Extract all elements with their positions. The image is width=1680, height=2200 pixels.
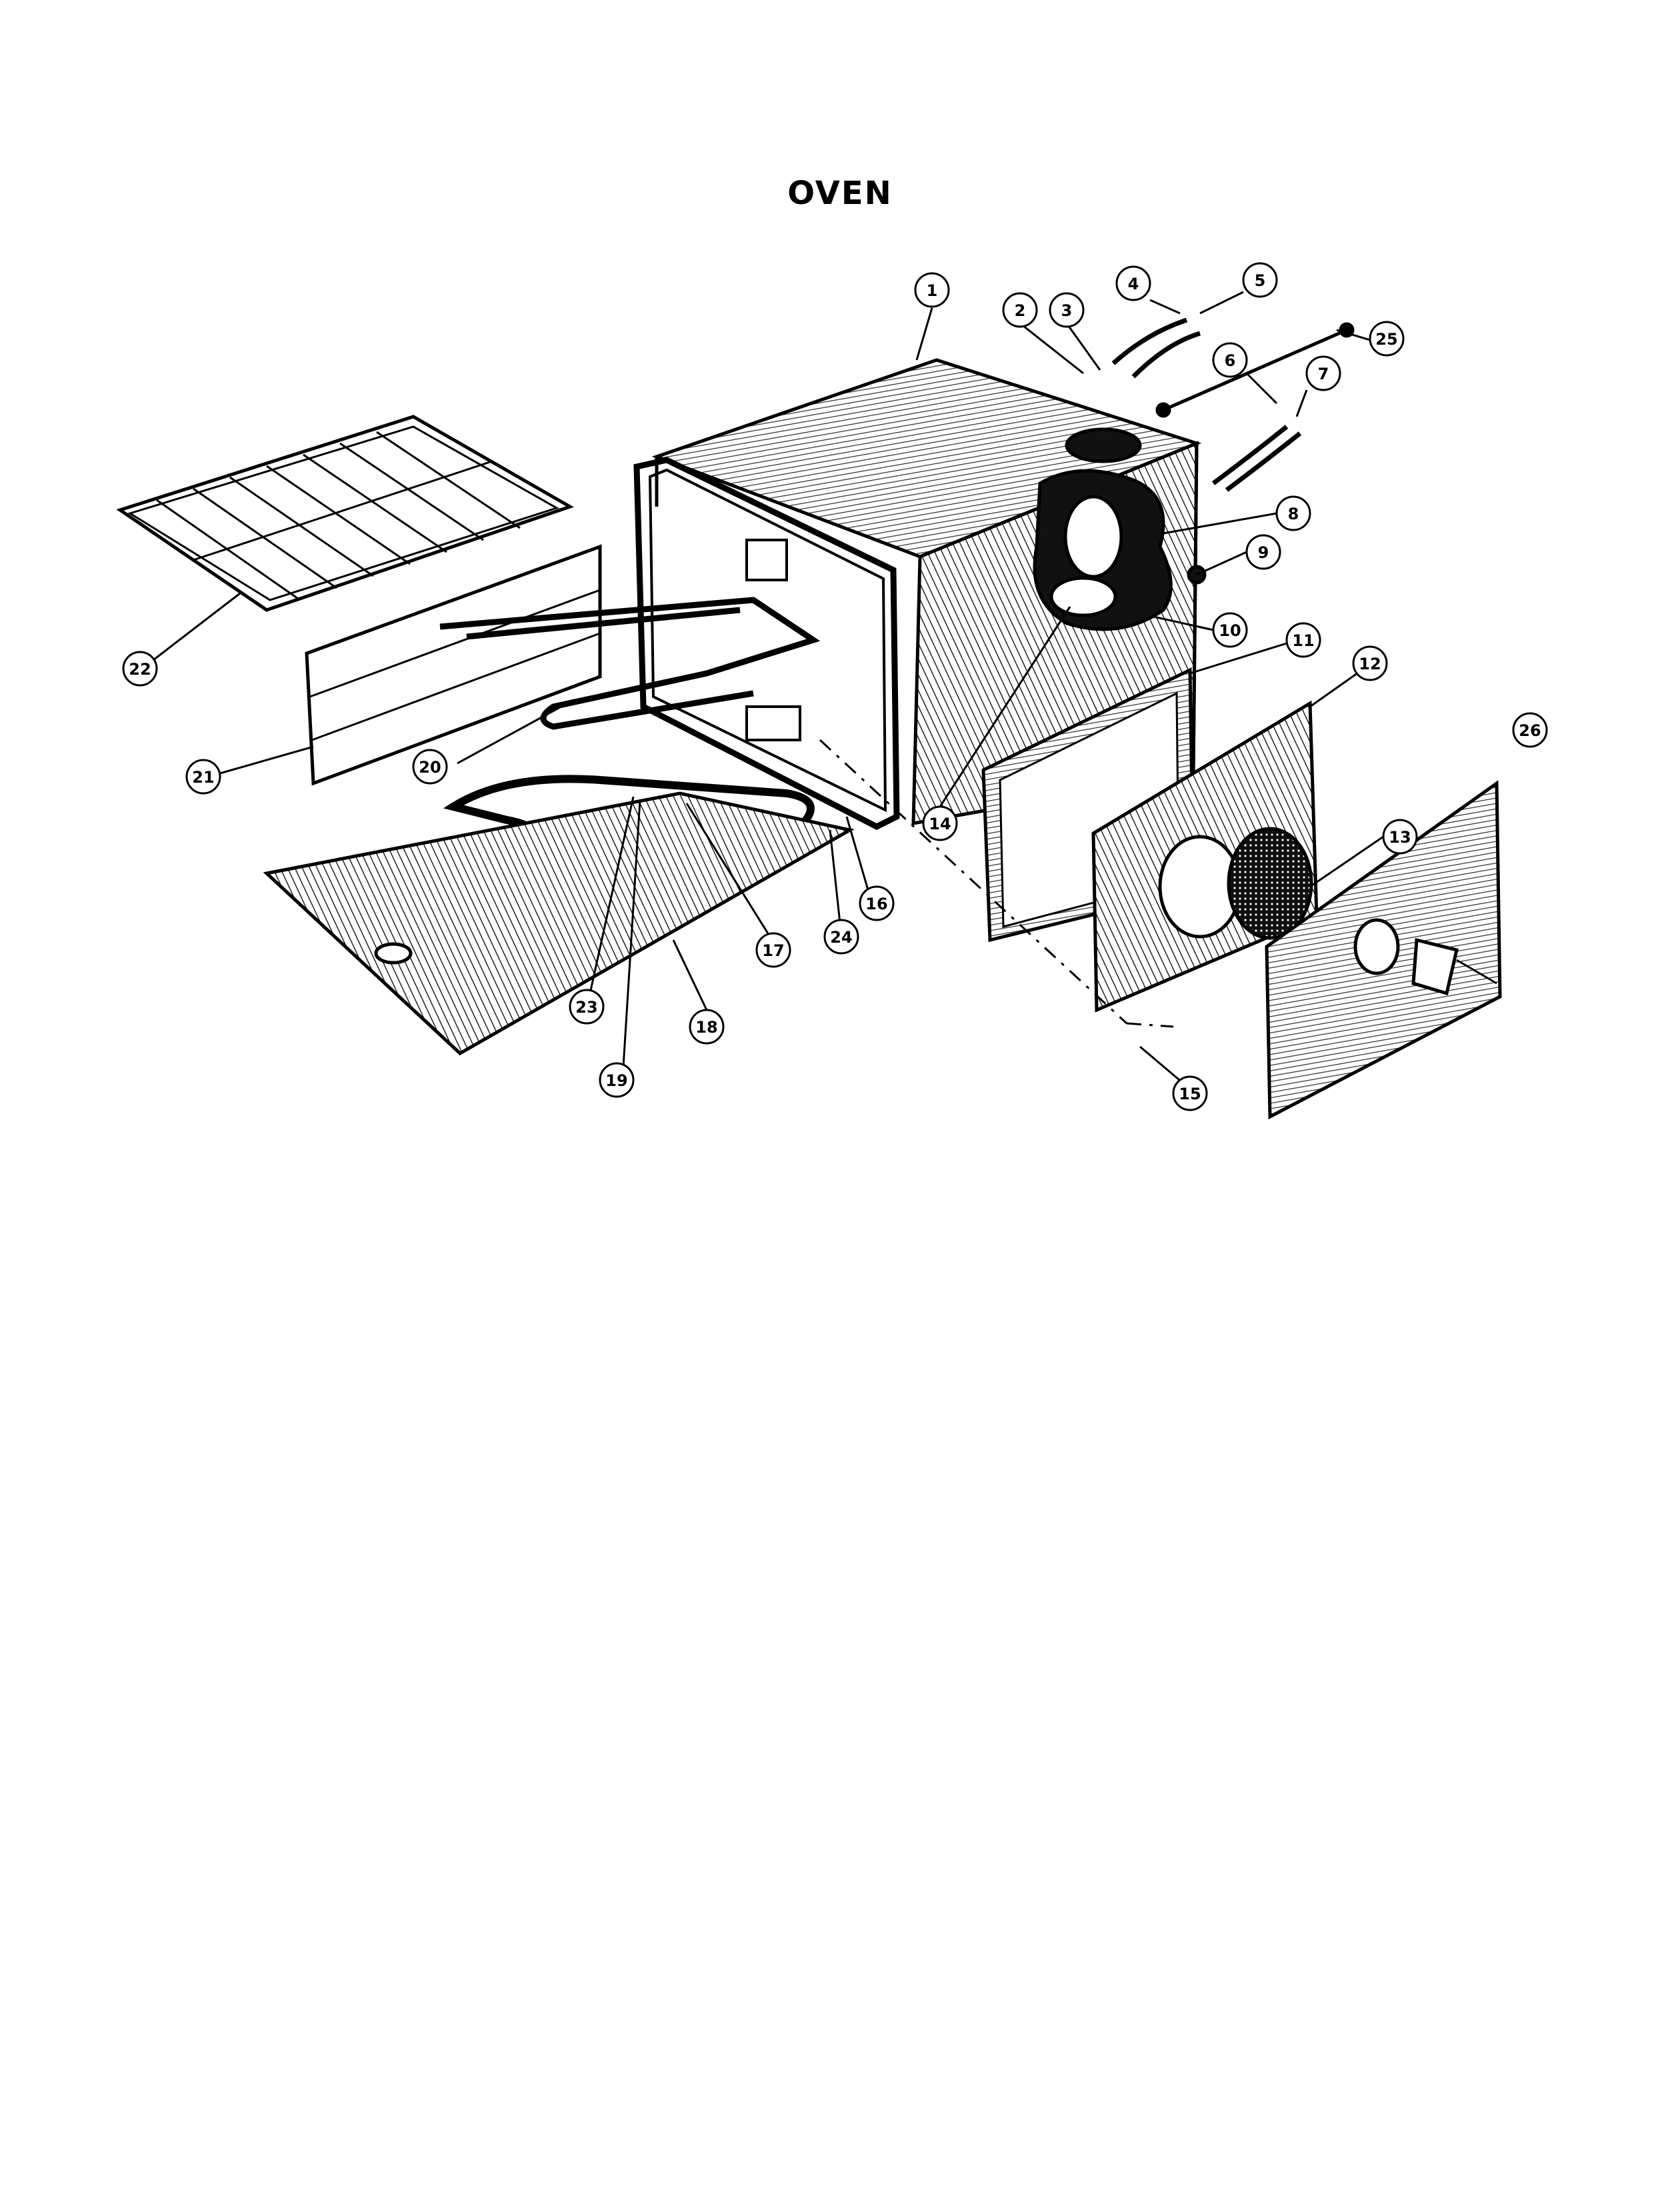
callout-23: 23 <box>569 989 605 1025</box>
svg-text:14: 14 <box>929 815 951 833</box>
callout-21: 21 <box>185 759 221 795</box>
callout-26: 26 <box>1512 712 1548 748</box>
svg-text:19: 19 <box>605 1071 627 1090</box>
svg-text:8: 8 <box>1288 505 1299 523</box>
front-opening-frame <box>633 457 900 831</box>
svg-text:21: 21 <box>192 768 214 787</box>
callout-3: 3 <box>1049 292 1085 328</box>
svg-text:9: 9 <box>1258 543 1269 562</box>
callout-10: 10 <box>1212 612 1248 648</box>
callout-13: 13 <box>1382 819 1418 855</box>
callout-25: 25 <box>1369 321 1405 357</box>
alignment-line <box>819 739 1174 1028</box>
callout-17: 17 <box>755 932 791 968</box>
svg-text:17: 17 <box>762 941 784 960</box>
svg-text:7: 7 <box>1318 365 1329 383</box>
wire-leads <box>1111 317 1355 492</box>
svg-text:5: 5 <box>1255 271 1266 290</box>
callout-16: 16 <box>859 885 895 921</box>
svg-text:24: 24 <box>830 928 852 947</box>
svg-text:1: 1 <box>927 281 938 300</box>
broil-element <box>439 597 821 730</box>
leader-lines <box>153 291 1497 1085</box>
svg-text:26: 26 <box>1519 721 1541 740</box>
svg-text:16: 16 <box>865 895 887 913</box>
door-outer-panel <box>1265 780 1502 1120</box>
svg-text:6: 6 <box>1225 351 1236 370</box>
callout-5: 5 <box>1242 262 1278 298</box>
callout-2: 2 <box>1002 292 1038 328</box>
oven-window-glass <box>1227 827 1313 940</box>
svg-text:4: 4 <box>1128 275 1139 293</box>
callout-19: 19 <box>599 1062 635 1098</box>
thermostat-assembly <box>1033 469 1207 631</box>
svg-text:11: 11 <box>1292 631 1314 650</box>
svg-text:12: 12 <box>1359 655 1381 673</box>
callout-4: 4 <box>1115 265 1151 301</box>
callout-1: 1 <box>914 272 950 308</box>
svg-text:2: 2 <box>1015 301 1026 320</box>
oven-bottom-panel <box>263 791 855 1056</box>
callout-22: 22 <box>122 651 158 687</box>
callout-9: 9 <box>1245 534 1281 570</box>
svg-text:22: 22 <box>129 660 151 679</box>
callout-18: 18 <box>689 1009 725 1045</box>
terminal-block <box>745 539 801 741</box>
svg-text:23: 23 <box>575 998 597 1017</box>
callout-14: 14 <box>922 805 958 841</box>
svg-text:10: 10 <box>1219 621 1241 640</box>
svg-text:15: 15 <box>1179 1085 1201 1103</box>
callout-12: 12 <box>1352 645 1388 681</box>
svg-text:18: 18 <box>695 1018 717 1037</box>
callout-11: 11 <box>1285 622 1321 658</box>
wire-rack <box>116 415 575 612</box>
svg-text:25: 25 <box>1375 330 1397 349</box>
svg-text:20: 20 <box>419 758 441 777</box>
callout-15: 15 <box>1172 1075 1208 1111</box>
svg-text:3: 3 <box>1061 301 1073 320</box>
callout-24: 24 <box>823 919 859 955</box>
callout-7: 7 <box>1305 355 1341 391</box>
callout-8: 8 <box>1275 495 1311 531</box>
callout-6: 6 <box>1212 342 1248 378</box>
rack-support <box>305 544 602 786</box>
page-title: OVEN <box>787 175 893 212</box>
callout-20: 20 <box>412 749 448 785</box>
svg-text:13: 13 <box>1389 828 1411 847</box>
